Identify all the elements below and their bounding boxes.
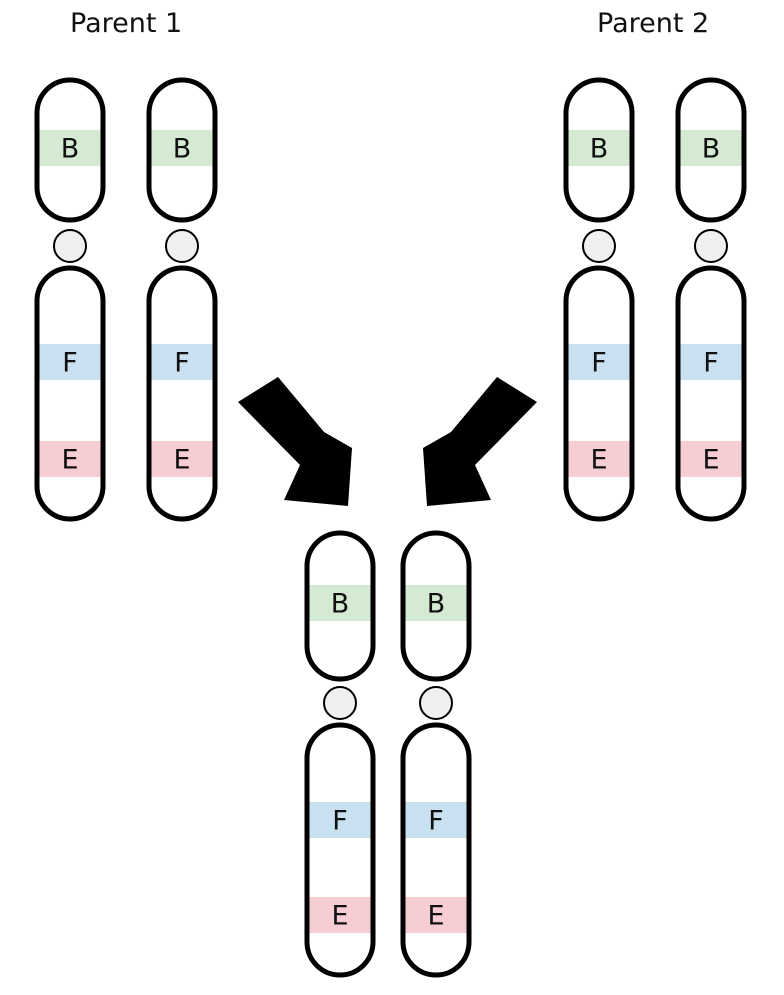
gene-label-F: F xyxy=(703,348,719,379)
chromosome-lower-arm xyxy=(149,268,215,519)
chromosome-parent-1: B F E xyxy=(146,77,218,522)
chromosome-parent-2: B F E xyxy=(563,77,635,522)
arrow-from-parent-2 xyxy=(423,377,537,506)
gene-label-E: E xyxy=(590,445,607,476)
chromosome-upper-outline xyxy=(563,77,635,223)
chromosome-upper-outline xyxy=(304,530,376,682)
chromosome-lower-arm xyxy=(37,268,103,519)
chromosome-parent-1: B F E xyxy=(34,77,106,522)
chromosome-offspring: B F E xyxy=(400,530,472,978)
chromosome-upper-outline xyxy=(675,77,747,223)
gene-band-B xyxy=(149,130,215,166)
gene-band-F xyxy=(37,344,103,380)
chromosome-offspring: B F E xyxy=(304,530,376,978)
chromosome-lower-outline xyxy=(400,722,472,978)
gene-band-E xyxy=(678,441,744,477)
chromosome-lower-outline xyxy=(34,265,106,522)
gene-band-E xyxy=(403,897,469,933)
chromosome-lower-arm xyxy=(678,268,744,519)
chromosome-lower-outline xyxy=(146,265,218,522)
gene-band-F xyxy=(307,802,373,838)
centromere xyxy=(419,686,453,720)
gene-band-F xyxy=(149,344,215,380)
gene-band-E xyxy=(37,441,103,477)
gene-label-E: E xyxy=(702,445,719,476)
gene-label-B: B xyxy=(173,134,192,165)
parent-2-label: Parent 2 xyxy=(597,8,710,39)
gene-band-B xyxy=(678,130,744,166)
centromere xyxy=(53,229,87,263)
chromosome-lower-outline xyxy=(563,265,635,522)
gene-label-B: B xyxy=(61,134,80,165)
gene-band-B xyxy=(403,585,469,621)
parent-1-label: Parent 1 xyxy=(70,8,183,39)
chromosome-upper-outline xyxy=(146,77,218,223)
chromosome-upper-outline xyxy=(34,77,106,223)
gene-band-F xyxy=(678,344,744,380)
chromosome-lower-arm xyxy=(307,725,373,975)
chromosome-parent-2: B F E xyxy=(675,77,747,522)
gene-label-E: E xyxy=(173,445,190,476)
centromere xyxy=(582,229,616,263)
gene-label-F: F xyxy=(591,348,607,379)
centromere xyxy=(323,686,357,720)
gene-band-B xyxy=(566,130,632,166)
gene-label-B: B xyxy=(331,589,350,620)
gene-label-B: B xyxy=(427,589,446,620)
gene-band-E xyxy=(307,897,373,933)
chromosome-lower-arm xyxy=(403,725,469,975)
chromosome-upper-outline xyxy=(400,530,472,682)
gene-label-F: F xyxy=(428,806,444,837)
gene-band-E xyxy=(149,441,215,477)
gene-band-B xyxy=(37,130,103,166)
gene-label-E: E xyxy=(61,445,78,476)
gene-label-B: B xyxy=(590,134,609,165)
chromosome-lower-outline xyxy=(304,722,376,978)
gene-label-F: F xyxy=(174,348,190,379)
centromere xyxy=(694,229,728,263)
gene-band-B xyxy=(307,585,373,621)
chromosome-lower-arm xyxy=(566,268,632,519)
gene-label-E: E xyxy=(331,901,348,932)
gene-band-F xyxy=(403,802,469,838)
gene-label-E: E xyxy=(427,901,444,932)
gene-label-F: F xyxy=(332,806,348,837)
gene-band-F xyxy=(566,344,632,380)
chromosome-lower-outline xyxy=(675,265,747,522)
arrow-from-parent-1 xyxy=(238,377,352,506)
gene-label-B: B xyxy=(702,134,721,165)
centromere xyxy=(165,229,199,263)
gene-band-E xyxy=(566,441,632,477)
gene-label-F: F xyxy=(62,348,78,379)
